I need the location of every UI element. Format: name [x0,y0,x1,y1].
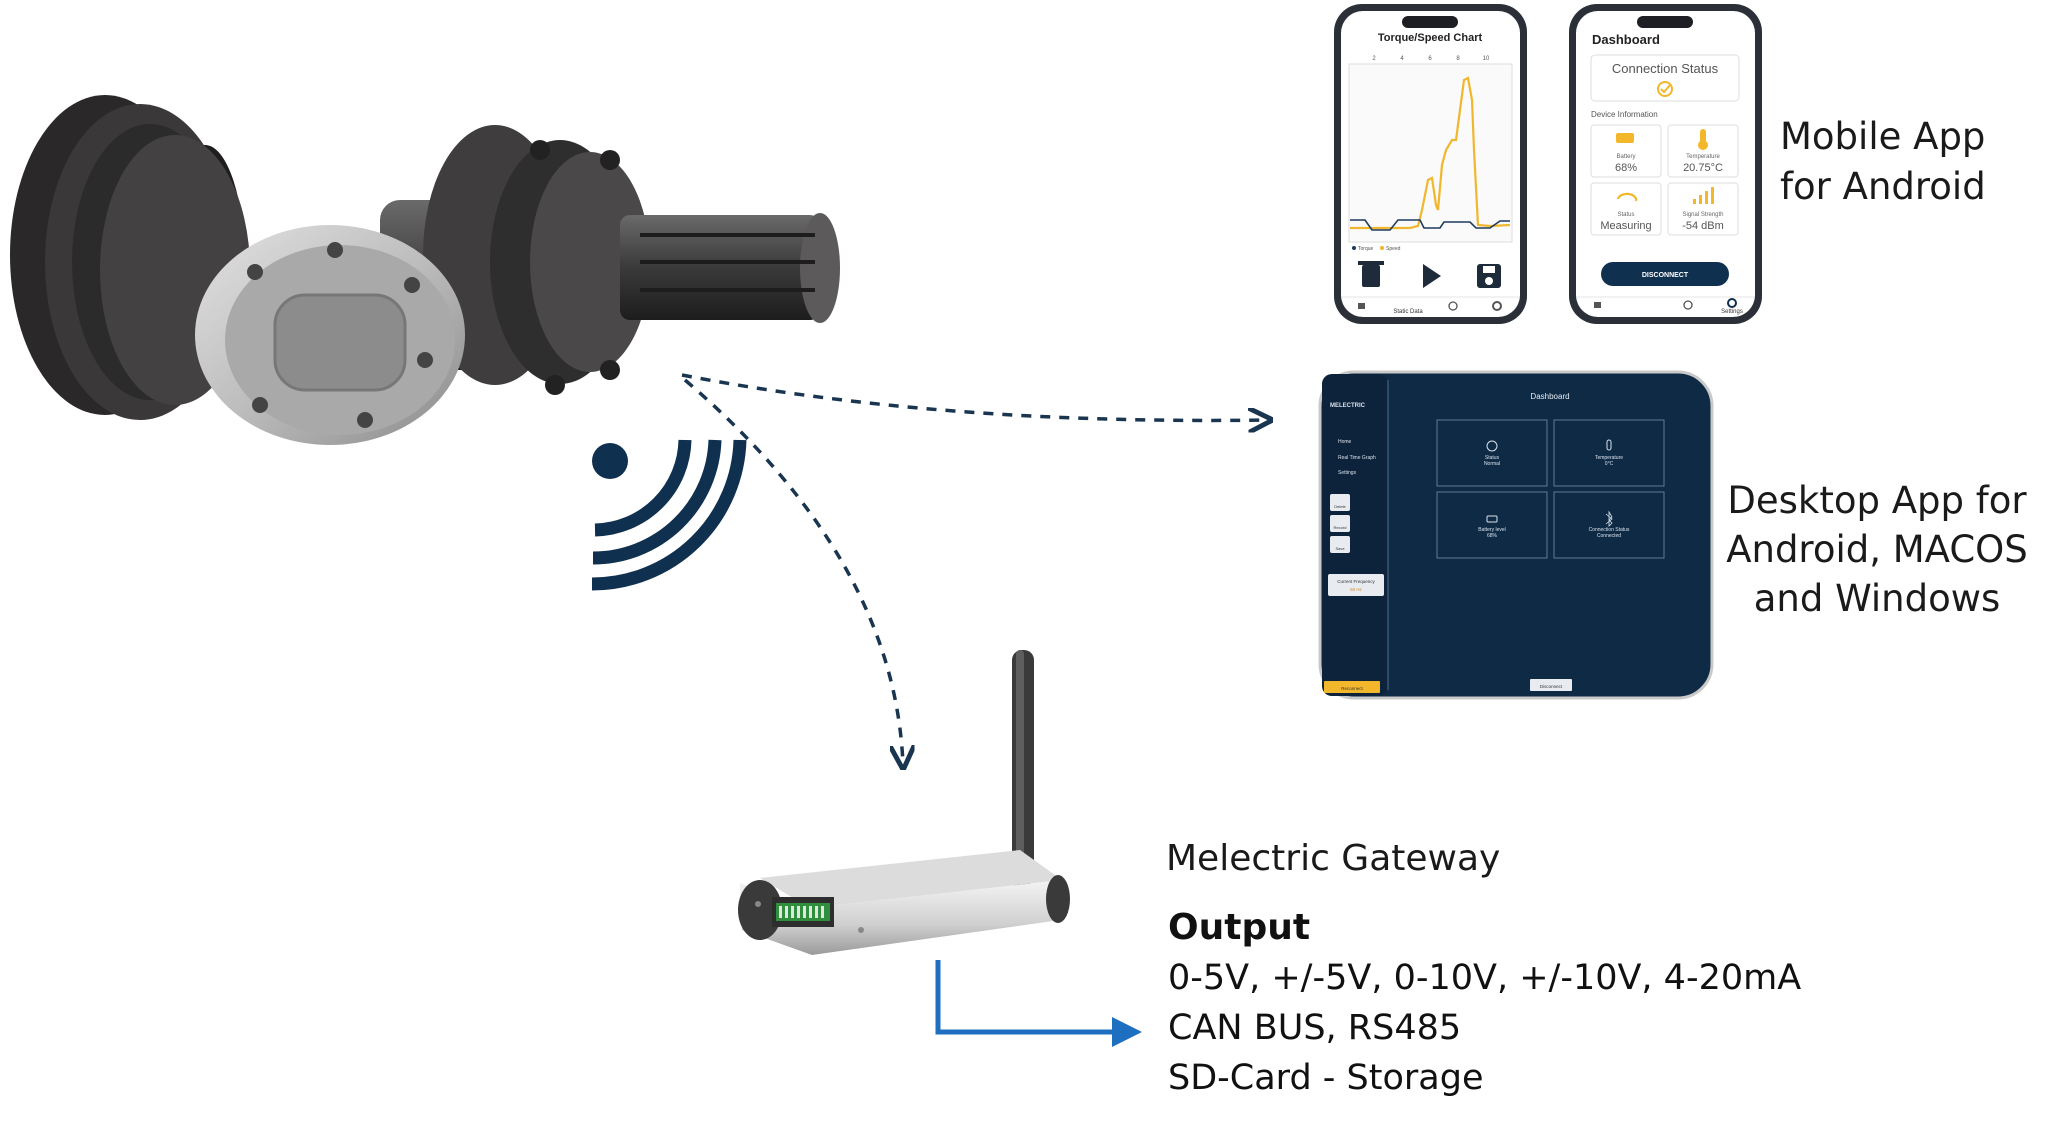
desktop-disconnect-button[interactable] [1530,679,1572,691]
desktop-tile-label: Battery level [1478,527,1506,533]
desktop-disconnect-label: Disconnect [1540,684,1563,689]
tile-value: Measuring [1600,220,1651,232]
nav-static-data[interactable]: Static Data [1393,309,1423,315]
chart-tick-label: 10 [1483,56,1490,62]
tile-label: Battery [1616,154,1635,160]
torque-line [1350,219,1510,231]
desktop-tile-label: Connection Status [1589,527,1630,533]
output-heading: Output [1168,907,1311,948]
connection-status-label: Connection Status [1612,61,1719,76]
signal-icon [1693,187,1714,204]
status-icon [1486,440,1498,452]
chart-tick-label: 2 [1372,56,1376,62]
desktop-menu-settings[interactable]: Settings [1338,470,1357,476]
disconnect-button-label[interactable]: DISCONNECT [1642,272,1689,279]
desktop-app-window: MELECTRIC Home Real Time Graph Settings … [1318,370,1714,700]
trash-icon[interactable] [1358,261,1384,287]
desktop-reconnect-label: Reconnect [1341,686,1363,691]
thermometer-icon [1606,439,1612,451]
tile-value: 20.75°C [1683,162,1723,174]
check-circle-icon [1657,81,1673,97]
chart-tick-label: 6 [1428,56,1432,62]
device-info-label: Device Information [1591,110,1658,119]
desktop-save-button[interactable] [1330,536,1350,553]
desktop-app-caption: Desktop App for Android, MACOS and Windo… [1722,476,2032,623]
desktop-record-label: Record [1334,525,1347,530]
clock-icon[interactable] [1683,300,1693,310]
disconnect-button[interactable] [1601,262,1729,286]
phone-dashboard: Dashboard Connection Status Device Infor… [1569,4,1762,324]
caption-line: Desktop App for [1727,479,2027,522]
caption-line: and Windows [1753,577,2001,620]
thermometer-icon [1698,129,1708,150]
desktop-tile-value: 0°C [1605,461,1614,467]
home-icon[interactable] [1358,303,1365,309]
desktop-title: Dashboard [1530,392,1569,401]
frequency-label: Current Frequency [1337,579,1375,584]
desktop-brand: MELECTRIC [1330,403,1366,409]
phone-chart: Torque/Speed Chart 2 4 6 8 10 Torque Spe… [1334,4,1527,324]
caption-line: for Android [1780,165,1986,208]
desktop-tile-value: 68% [1487,533,1498,539]
desktop-save-label: Save [1335,546,1345,551]
output-block: Output 0-5V, +/-5V, 0-10V, +/-10V, 4-20m… [1168,903,1801,1103]
frequency-value: 50 Hz [1350,587,1363,592]
tile-value: 68% [1615,162,1637,174]
refresh-icon [1616,192,1638,202]
mobile-app-caption: Mobile App for Android [1780,112,1986,212]
desktop-reconnect-button[interactable] [1324,681,1380,693]
desktop-delete-label: Delete [1334,504,1346,509]
legend-speed: Speed [1386,246,1401,252]
gateway-output-arrow [935,960,1142,1047]
chart-title: Torque/Speed Chart [1378,32,1483,44]
frequency-box [1328,574,1384,596]
save-icon[interactable] [1477,264,1501,288]
caption-line: Android, MACOS [1726,528,2028,571]
torque-sensor-photo [10,95,840,445]
output-line-bus: CAN BUS, RS485 [1168,1008,1462,1048]
desktop-tile-label: Temperature [1595,455,1623,461]
clock-icon[interactable] [1448,301,1458,311]
desktop-tile-value: Connected [1597,533,1621,539]
gear-icon[interactable] [1727,298,1737,308]
desktop-tile-label: Status [1485,455,1500,461]
output-line-storage: SD-Card - Storage [1168,1058,1484,1098]
desktop-delete-button[interactable] [1330,494,1350,511]
bluetooth-icon [1605,510,1613,527]
tile-value: -54 dBm [1682,220,1724,232]
gear-icon[interactable] [1492,301,1502,311]
desktop-menu-home[interactable]: Home [1338,439,1352,445]
desktop-tile-value: Normal [1484,461,1500,467]
nav-settings[interactable]: Settings [1721,309,1743,315]
desktop-menu-graph[interactable]: Real Time Graph [1338,455,1376,461]
battery-icon [1486,515,1498,523]
desktop-record-button[interactable] [1330,515,1350,532]
gateway-device [738,650,1070,955]
chart-tick-label: 8 [1456,56,1460,62]
home-icon[interactable] [1594,302,1601,308]
tile-label: Signal Strength [1682,212,1723,218]
caption-line: Mobile App [1780,115,1986,158]
wireless-signal-icon [591,439,747,591]
tile-label: Status [1617,212,1634,218]
battery-icon [1616,133,1634,143]
dashboard-title: Dashboard [1592,32,1660,47]
legend-torque: Torque [1358,246,1374,252]
output-line-analog: 0-5V, +/-5V, 0-10V, +/-10V, 4-20mA [1168,958,1802,998]
gateway-caption: Melectric Gateway [1166,838,1501,879]
play-icon[interactable] [1423,264,1441,288]
arrow-to-gateway [683,378,903,765]
tile-label: Temperature [1686,154,1720,160]
arrow-to-desktop [681,373,1268,420]
chart-tick-label: 4 [1400,56,1404,62]
